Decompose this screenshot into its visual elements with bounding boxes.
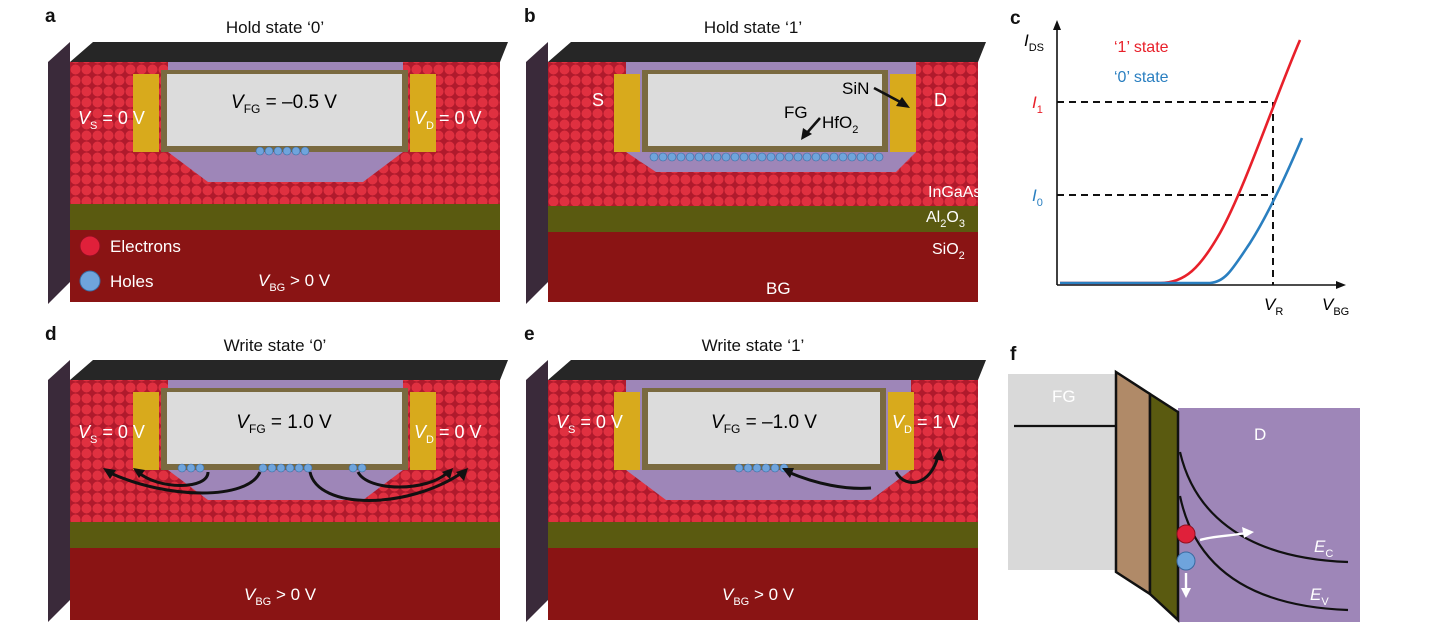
drain-label: D [934, 90, 947, 110]
y-axis-label: IDS [1024, 31, 1044, 54]
panel-label-b: b [524, 6, 536, 27]
vs-label: VS = 0 V [78, 422, 145, 446]
sin-label: SiN [842, 79, 869, 98]
legend-electrons: Electrons [110, 237, 181, 256]
al2o3-layer [70, 204, 500, 230]
vd-label: VD = 0 V [414, 422, 482, 446]
device-diagram-d: VFG = 1.0 V VS = 0 V VD = 0 V VBG > 0 V [48, 360, 508, 622]
transfer-curve-plot: ‘1’ state ‘0’ state IDS I1 I0 VR VBG [1024, 20, 1349, 318]
arrow-down-icon [1181, 588, 1191, 598]
ev-label: EV [1310, 585, 1329, 608]
panel-label-e: e [524, 324, 535, 345]
state0-curve [1060, 137, 1304, 285]
fg-band-label: FG [1052, 387, 1076, 406]
hole-icon [1176, 551, 1196, 571]
i0-label: I0 [1032, 186, 1043, 209]
panel-label-f: f [1010, 344, 1017, 365]
vbg-label: VBG > 0 V [244, 585, 317, 608]
ec-label: EC [1314, 537, 1333, 560]
floating-gate [648, 74, 882, 146]
panel-title-e: Write state ‘1’ [701, 336, 805, 355]
panel-title-d: Write state ‘0’ [223, 336, 327, 355]
vfg-label: VFG = –0.5 V [231, 92, 337, 116]
panel-title-a: Hold state ‘0’ [225, 18, 325, 37]
vd-label: VD = 0 V [414, 108, 482, 132]
valence-band [1178, 495, 1349, 612]
vs-label: VS = 0 V [78, 108, 145, 132]
hole-cluster [255, 146, 310, 156]
hole-flow-arrows [787, 455, 940, 490]
hole-legend-icon [79, 270, 101, 292]
legend-holes: Holes [110, 272, 153, 291]
device-diagram-e: VFG = –1.0 V VS = 0 V VD = 1 V VBG > 0 V [526, 360, 986, 622]
conduction-band [1178, 451, 1349, 564]
vbg-label: VBG > 0 V [722, 585, 795, 608]
state0-label: ‘0’ state [1114, 69, 1169, 86]
bg-label: BG [766, 279, 791, 298]
panel-label-a: a [45, 6, 56, 27]
hfo2-barrier [1114, 369, 1152, 597]
state1-curve [1060, 39, 1302, 285]
i1-label: I1 [1032, 93, 1043, 116]
ingaas-electrons [70, 62, 500, 204]
sio2-layer [70, 230, 500, 302]
al2o3-barrier [1148, 391, 1180, 623]
ingaas-label: InGaAs [928, 184, 981, 201]
fg-label: FG [784, 103, 808, 122]
vfg-label: VFG = 1.0 V [236, 412, 332, 436]
source-contact [614, 74, 640, 152]
sio2-label: SiO2 [932, 241, 965, 262]
device-diagram-a: VFG = –0.5 V VS = 0 V VD = 0 V Electrons… [48, 42, 508, 304]
arrow-right-icon [1242, 527, 1254, 538]
vr-label: VR [1264, 295, 1283, 318]
panel-label-c: c [1010, 8, 1021, 29]
source-label: S [592, 90, 604, 110]
band-diagram: FG D EC EV [1008, 369, 1360, 623]
source-contact [133, 74, 159, 152]
vd-label: VD = 1 V [892, 412, 960, 436]
electron-legend-icon [79, 235, 101, 257]
hole-flow-arrows [107, 470, 464, 502]
hfo2-label: HfO2 [822, 113, 858, 136]
drain-contact [410, 74, 436, 152]
vs-label: VS = 0 V [556, 412, 623, 436]
device-diagram-b: S D SiN FG HfO2 InGaAs Al2O3 SiO2 BG [526, 42, 986, 304]
x-axis-label: VBG [1322, 295, 1349, 318]
vbg-label: VBG > 0 V [258, 271, 331, 294]
al2o3-label: Al2O3 [926, 209, 965, 230]
state1-label: ‘1’ state [1114, 39, 1169, 56]
vfg-label: VFG = –1.0 V [711, 412, 817, 436]
d-band-label: D [1254, 425, 1266, 444]
drain-contact [890, 74, 916, 152]
panel-label-d: d [45, 324, 57, 345]
fg-region [1008, 374, 1116, 570]
panel-title-b: Hold state ‘1’ [703, 18, 803, 37]
floating-gate [167, 74, 402, 146]
hole-layer [649, 152, 884, 162]
drain-region [1178, 408, 1360, 622]
electron-icon [1176, 524, 1196, 544]
